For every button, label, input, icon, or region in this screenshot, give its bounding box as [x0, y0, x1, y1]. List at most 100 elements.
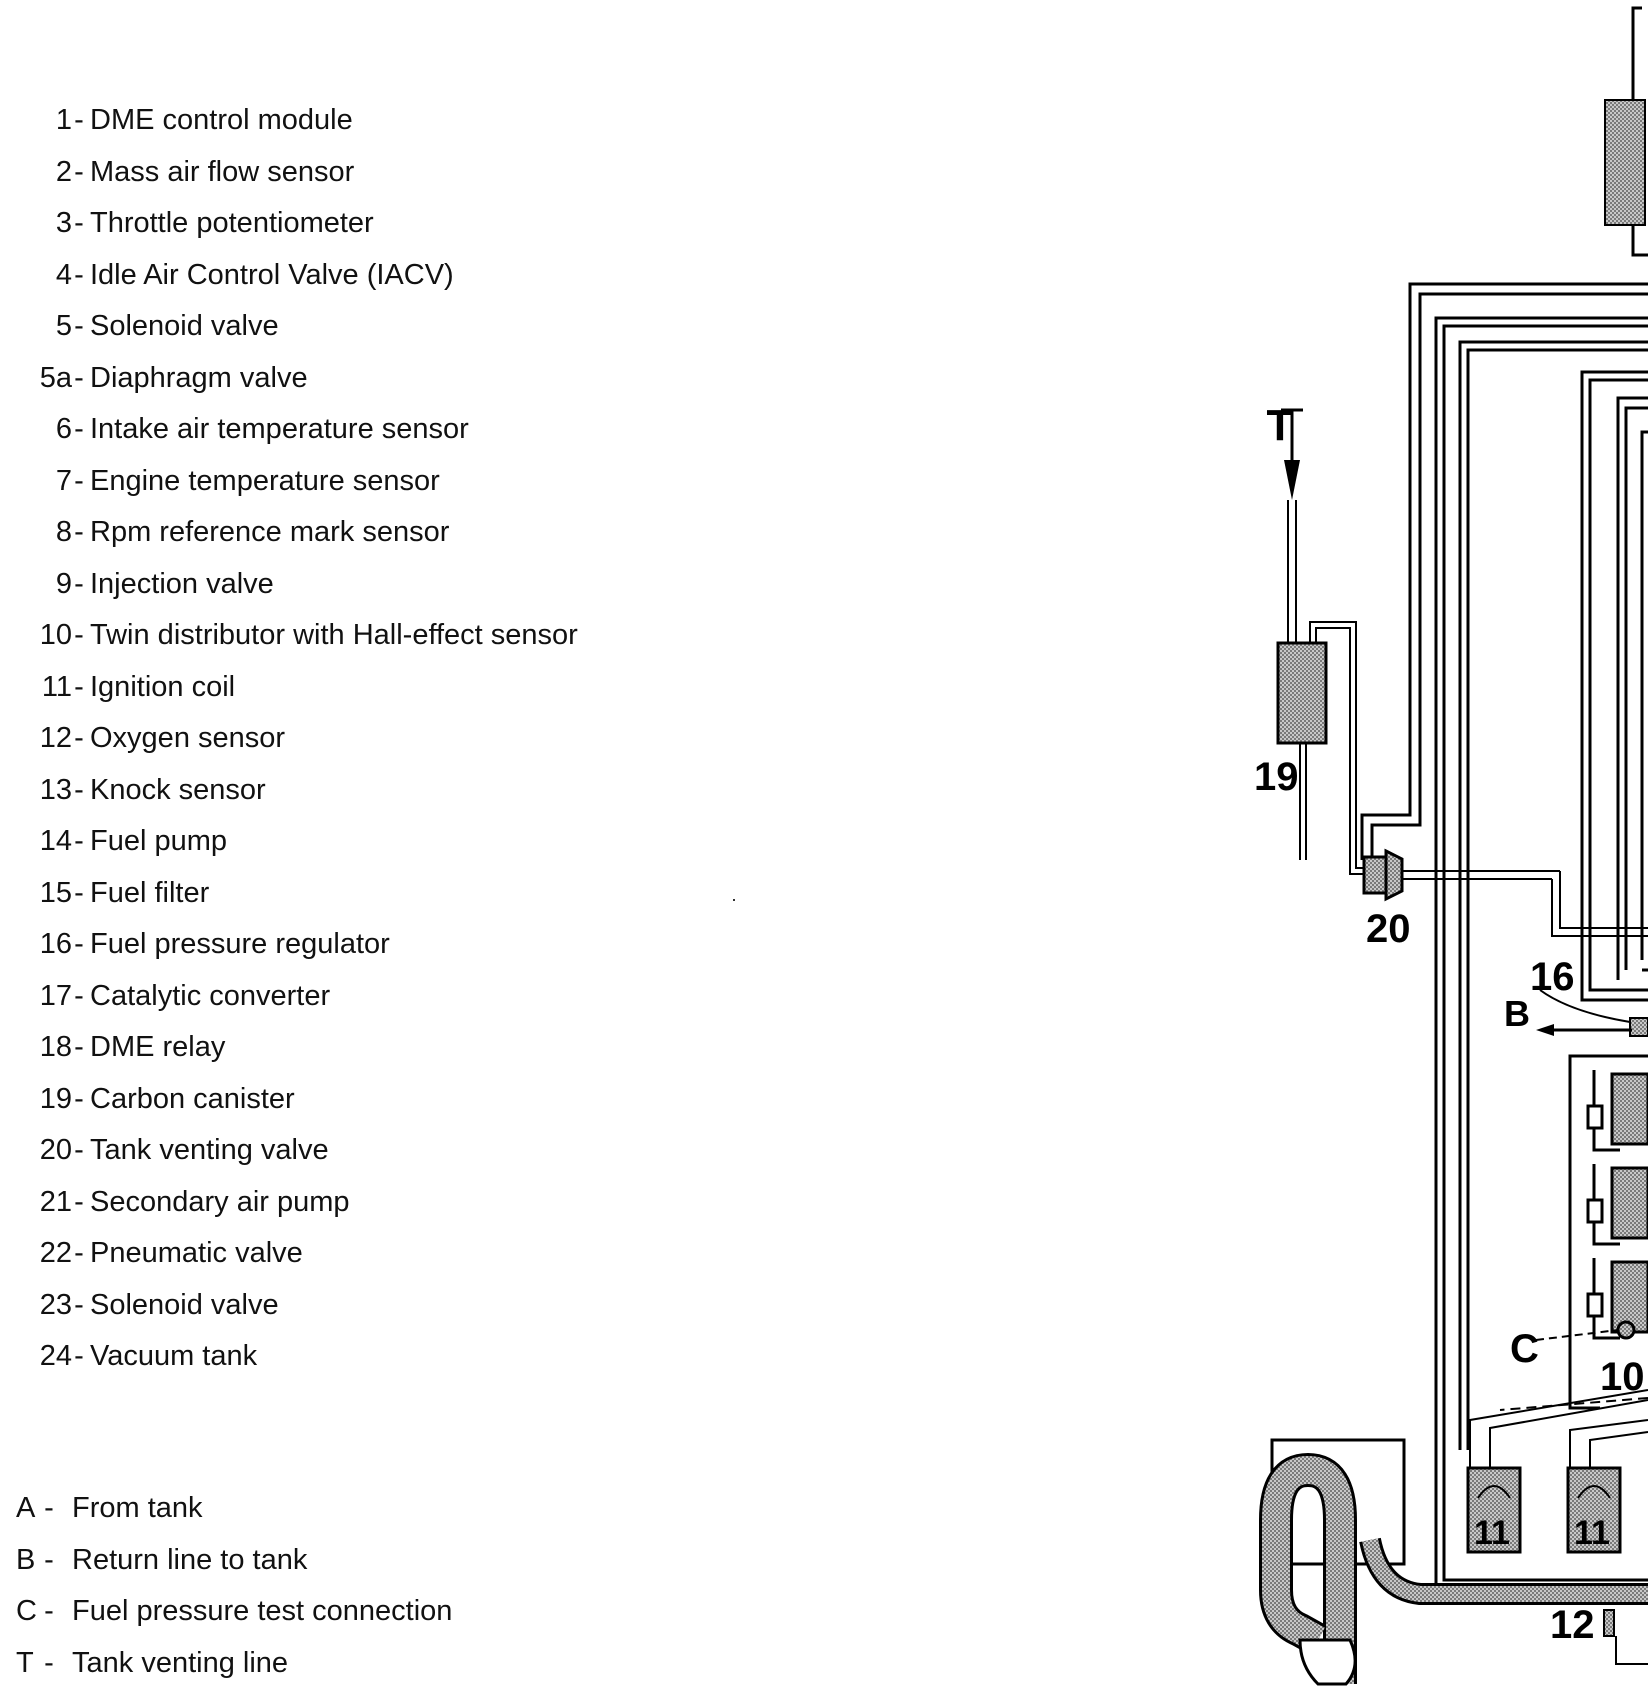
legend-item-text: DME control module: [90, 104, 353, 136]
label-10: 10: [1600, 1355, 1645, 1399]
line-legend-text: From tank: [72, 1492, 203, 1524]
legend-item-dash: -: [74, 361, 84, 394]
legend-item-key: 6: [55, 413, 72, 445]
legend-item-dash: -: [74, 722, 84, 754]
legend-item-key: 23: [39, 1288, 72, 1321]
label-11-a: 11: [1474, 1514, 1510, 1552]
legend-item-text: Carbon canister: [90, 1082, 295, 1115]
legend-item-dash: -: [74, 773, 84, 806]
legend-item-dash: -: [74, 155, 84, 188]
line-legend-dash: -: [44, 1543, 54, 1576]
label-12: 12: [1550, 1603, 1595, 1647]
tank-venting-valve: [1362, 848, 1648, 937]
wiring-harness: [1360, 282, 1648, 1592]
legend-item-dash: -: [74, 1082, 84, 1115]
dme-relay-component: [1604, 6, 1648, 257]
legend-item-key: 4: [55, 258, 72, 291]
legend-item-text: Mass air flow sensor: [90, 155, 355, 188]
label-c: C: [1510, 1327, 1539, 1371]
legend-item-text: Idle Air Control Valve (IACV): [90, 258, 454, 291]
legend-item-dash: -: [74, 516, 84, 548]
label-16: 16: [1530, 955, 1575, 999]
legend-item-key: 5a: [39, 361, 72, 394]
legend-item-key: 22: [39, 1237, 72, 1269]
legend-item-key: 7: [55, 464, 72, 497]
injector-rail: [1535, 1054, 1648, 1410]
legend-item-text: Catalytic converter: [90, 979, 331, 1012]
line-legend-dash: -: [44, 1492, 54, 1524]
carbon-canister: [1276, 621, 1370, 875]
legend-item-dash: -: [74, 310, 84, 342]
legend-item-key: 9: [55, 567, 72, 600]
legend-item-dash: -: [74, 1185, 84, 1218]
legend-item-text: Secondary air pump: [90, 1185, 350, 1218]
legend-item-dash: -: [74, 979, 84, 1012]
line-legend-text: Fuel pressure test connection: [72, 1595, 453, 1627]
legend-item-key: 14: [39, 825, 72, 857]
legend-item-dash: -: [74, 104, 84, 136]
legend-item-key: 1: [55, 104, 72, 136]
ignition-leads: [1469, 1389, 1648, 1470]
ignition-coil-1: [1466, 1466, 1522, 1554]
label-b: B: [1504, 993, 1530, 1034]
label-19: 19: [1254, 755, 1299, 799]
legend-item-text: DME relay: [90, 1031, 226, 1063]
line-legend-key: A: [16, 1492, 36, 1524]
legend-item-text: Tank venting valve: [90, 1134, 329, 1166]
legend-item-key: 20: [39, 1134, 72, 1166]
legend-item-dash: -: [74, 1237, 84, 1269]
line-legend-key: T: [16, 1646, 34, 1679]
legend-item-key: 5: [55, 310, 72, 342]
legend-item-key: 8: [55, 516, 72, 548]
legend-item-text: Twin distributor with Hall-effect sensor: [90, 619, 578, 651]
legend-item-text: Pneumatic valve: [90, 1237, 303, 1269]
label-11-b: 11: [1574, 1514, 1610, 1552]
legend-item-text: Fuel pump: [90, 825, 228, 857]
legend-item-dash: -: [74, 1288, 84, 1321]
exhaust-system: [1259, 1438, 1648, 1686]
legend-item-dash: -: [74, 258, 84, 291]
legend-item-text: Fuel filter: [90, 876, 210, 909]
legend-item-text: Rpm reference mark sensor: [90, 516, 450, 548]
legend-item-key: 21: [39, 1185, 72, 1218]
legend-item-dash: -: [74, 1134, 84, 1166]
legend-item-text: Knock sensor: [90, 773, 266, 806]
stray-dot: [733, 899, 735, 901]
legend-item-key: 15: [39, 876, 72, 909]
line-legend-text: Tank venting line: [72, 1646, 289, 1679]
legend-item-text: Throttle potentiometer: [90, 207, 374, 239]
legend-item-dash: -: [74, 464, 84, 497]
legend-item-text: Solenoid valve: [90, 1288, 279, 1321]
legend-item-text: Solenoid valve: [90, 310, 279, 342]
legend-item-dash: -: [74, 928, 84, 960]
legend-item-key: 16: [39, 928, 72, 960]
legend-item-key: 10: [39, 619, 72, 651]
ignition-coil-2: [1566, 1466, 1622, 1554]
legend-item-text: Diaphragm valve: [90, 361, 308, 394]
legend-item-text: Engine temperature sensor: [90, 464, 440, 497]
line-legend-key: B: [16, 1543, 36, 1576]
legend-item-dash: -: [74, 1031, 84, 1063]
label-t: T: [1267, 401, 1294, 450]
legend-item-key: 2: [55, 155, 72, 188]
line-legend-dash: -: [44, 1646, 54, 1679]
legend-item-dash: -: [74, 670, 84, 703]
legend-item-text: Fuel pressure regulator: [90, 928, 390, 960]
tank-venting-line: [1281, 408, 1303, 645]
legend-item-dash: -: [74, 567, 84, 600]
legend-item-key: 13: [39, 773, 72, 806]
line-legend-key: C: [16, 1595, 37, 1627]
label-20: 20: [1366, 907, 1411, 951]
legend-item-text: Intake air temperature sensor: [90, 413, 469, 445]
legend-item-dash: -: [74, 1340, 84, 1372]
legend-item-text: Injection valve: [90, 567, 274, 600]
legend-item-dash: -: [74, 825, 84, 857]
line-legend-text: Return line to tank: [72, 1543, 308, 1576]
legend-item-text: Ignition coil: [90, 670, 236, 703]
legend-item-text: Oxygen sensor: [90, 722, 286, 754]
legend-item-dash: -: [74, 619, 84, 651]
legend-item-dash: -: [74, 207, 84, 239]
legend-item-key: 3: [55, 207, 72, 239]
